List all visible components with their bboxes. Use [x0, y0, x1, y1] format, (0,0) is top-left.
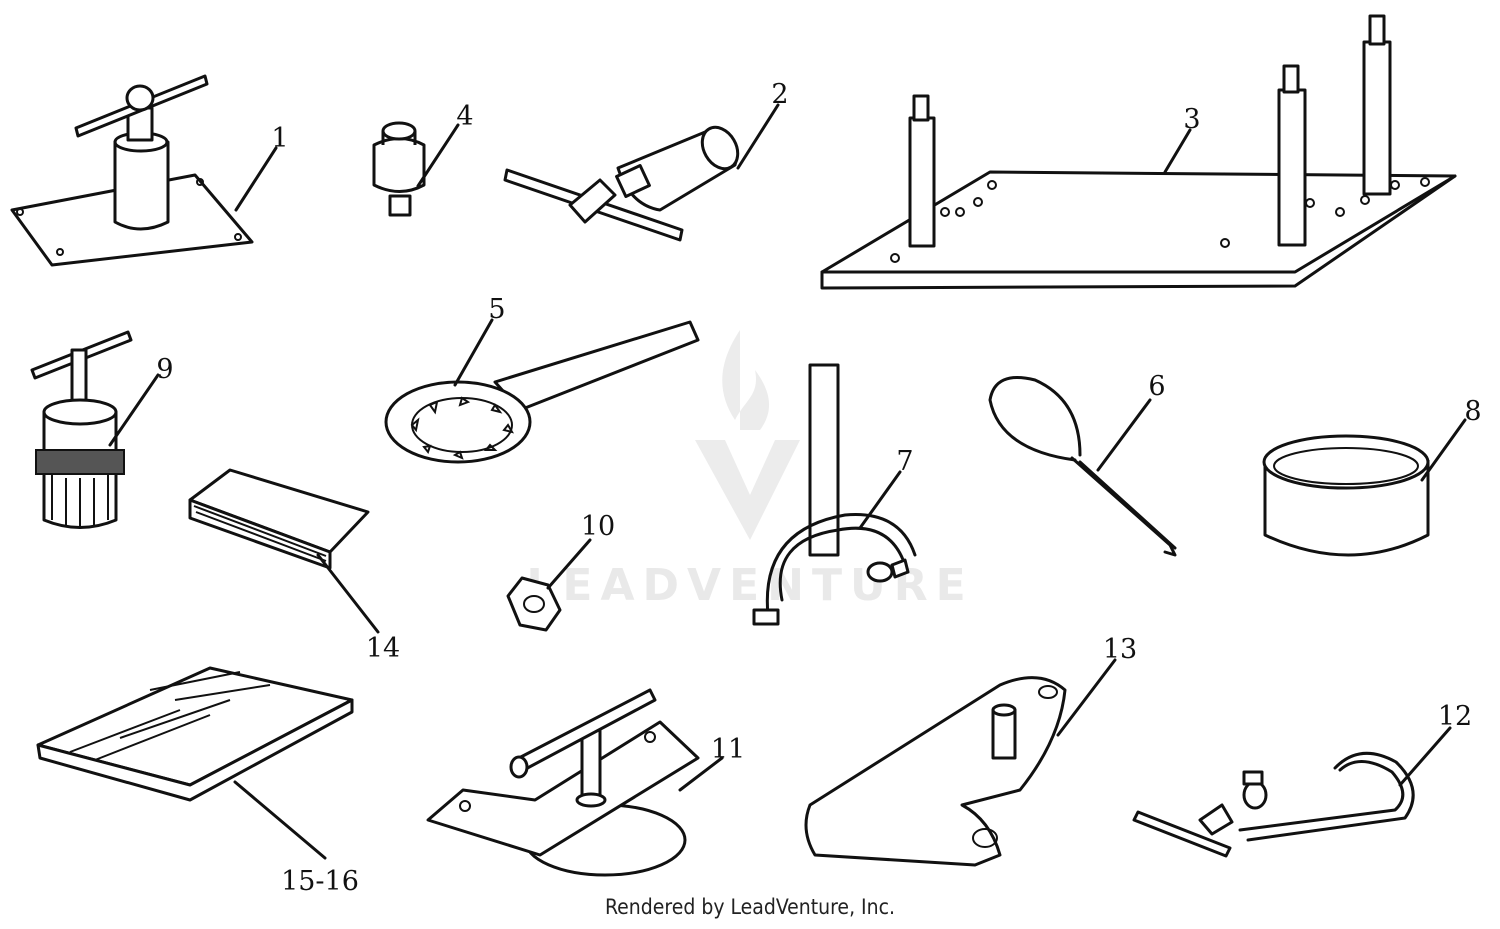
callout-8: 8	[1464, 396, 1481, 427]
leader-11	[678, 756, 724, 792]
part-3-holding-fixture[interactable]	[820, 14, 1457, 290]
part-9-clutch-tool[interactable]	[30, 330, 133, 529]
callout-1: 1	[271, 123, 288, 154]
callout-15-16: 15-16	[281, 866, 359, 897]
callout-7: 7	[896, 446, 913, 477]
leader-7	[858, 470, 902, 530]
part-15-16-manual[interactable]	[36, 666, 354, 802]
leader-6	[1096, 398, 1152, 472]
leader-8	[1420, 418, 1467, 482]
callout-4: 4	[456, 101, 473, 132]
part-12-hook-puller[interactable]	[1132, 751, 1415, 858]
footer-credit: Rendered by LeadVenture, Inc.	[605, 895, 895, 919]
callout-5: 5	[488, 294, 505, 325]
leader-2	[736, 103, 780, 170]
callout-2: 2	[771, 79, 788, 110]
part-10-nut[interactable]	[506, 576, 562, 632]
part-6-wire-hook[interactable]	[988, 376, 1177, 557]
callout-3: 3	[1183, 104, 1200, 135]
callout-13: 13	[1103, 634, 1137, 665]
leader-3	[1163, 128, 1192, 174]
callout-12: 12	[1438, 701, 1472, 732]
leader-14	[316, 553, 380, 634]
part-13-bracket[interactable]	[804, 676, 1067, 867]
part-1-press-tool[interactable]	[10, 74, 254, 267]
part-5-spanner-wrench[interactable]	[384, 320, 700, 464]
part-7-alignment-gauge[interactable]	[752, 363, 917, 626]
part-2-puller[interactable]	[503, 121, 745, 242]
leader-4	[416, 123, 460, 188]
callout-11: 11	[711, 734, 745, 765]
part-4-adapter[interactable]	[372, 121, 426, 217]
callout-10: 10	[581, 511, 615, 542]
leader-13	[1056, 658, 1117, 737]
part-8-ring-compressor[interactable]	[1262, 434, 1430, 557]
leader-9	[108, 373, 160, 447]
leader-12	[1398, 726, 1452, 787]
leader-10	[546, 538, 592, 590]
callout-9: 9	[156, 354, 173, 385]
callout-14: 14	[366, 633, 400, 664]
leader-15-16	[233, 780, 327, 860]
part-14-gauge-pad[interactable]	[188, 468, 370, 570]
callout-6: 6	[1148, 371, 1165, 402]
leader-1	[234, 146, 278, 212]
part-11-flywheel-holder[interactable]	[426, 688, 700, 877]
leader-5	[453, 318, 494, 387]
